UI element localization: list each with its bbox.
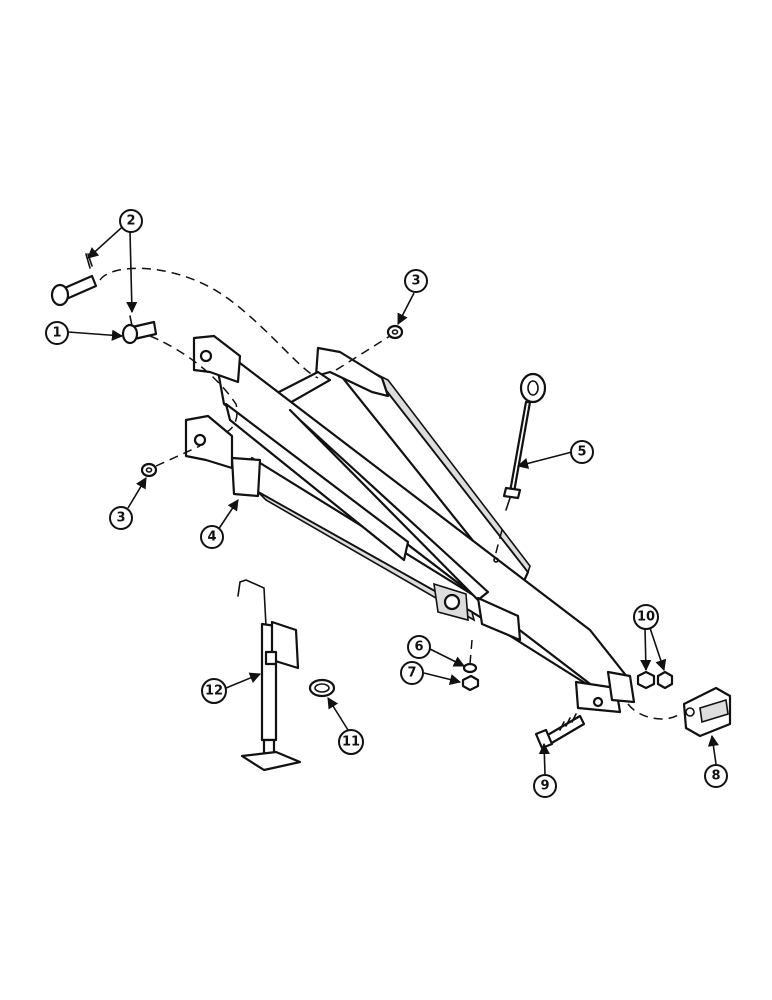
callout-label-9: 9 [540,779,549,794]
clevis [682,686,732,738]
callout-label-8: 8 [711,769,720,784]
hitch-bolt [534,713,586,750]
callout-bubble-3-bottom: 3 [109,506,133,530]
callout-bubble-1: 1 [45,321,69,345]
callout-bubble-8: 8 [704,764,728,788]
callout-bubble-9: 9 [533,774,557,798]
washer-6 [462,662,478,674]
callout-bubble-11: 11 [338,729,364,755]
hitch-pin-upper [50,253,98,307]
callout-bubble-7: 7 [400,661,424,685]
washer-lower-hole [145,467,153,473]
callout-label-1: 1 [52,326,61,341]
callout-label-4: 4 [207,530,216,545]
jack-stand [237,579,302,772]
callout-bubble-3-top: 3 [404,269,428,293]
callout-label-3-bottom: 3 [116,511,125,526]
callout-bubble-4: 4 [200,525,224,549]
hitch-frame [184,334,636,714]
nut-10-right [656,670,674,690]
callout-label-3-top: 3 [411,274,420,289]
callout-label-2: 2 [126,214,135,229]
washer-upper-hole [391,329,399,335]
leaders [67,219,719,775]
callout-label-6: 6 [414,640,423,655]
callout-label-5: 5 [577,445,586,460]
callout-bubble-12: 12 [201,678,227,704]
washer-upper [386,324,404,340]
assembly-lines [99,267,683,720]
clamp-ring [308,678,336,698]
callout-bubble-5: 5 [570,440,594,464]
callout-label-11: 11 [342,735,360,750]
callout-label-10: 10 [637,610,655,625]
callout-bubble-10: 10 [633,604,659,630]
hitch-pin-lower [121,315,158,345]
callout-label-12: 12 [205,684,223,699]
washer-lower [140,462,158,478]
nut-10-left [636,670,656,690]
callout-label-7: 7 [407,666,416,681]
eye-bolt [502,372,547,511]
callout-bubble-2: 2 [119,209,143,233]
nut-7 [461,674,480,692]
callout-bubble-6: 6 [407,635,431,659]
